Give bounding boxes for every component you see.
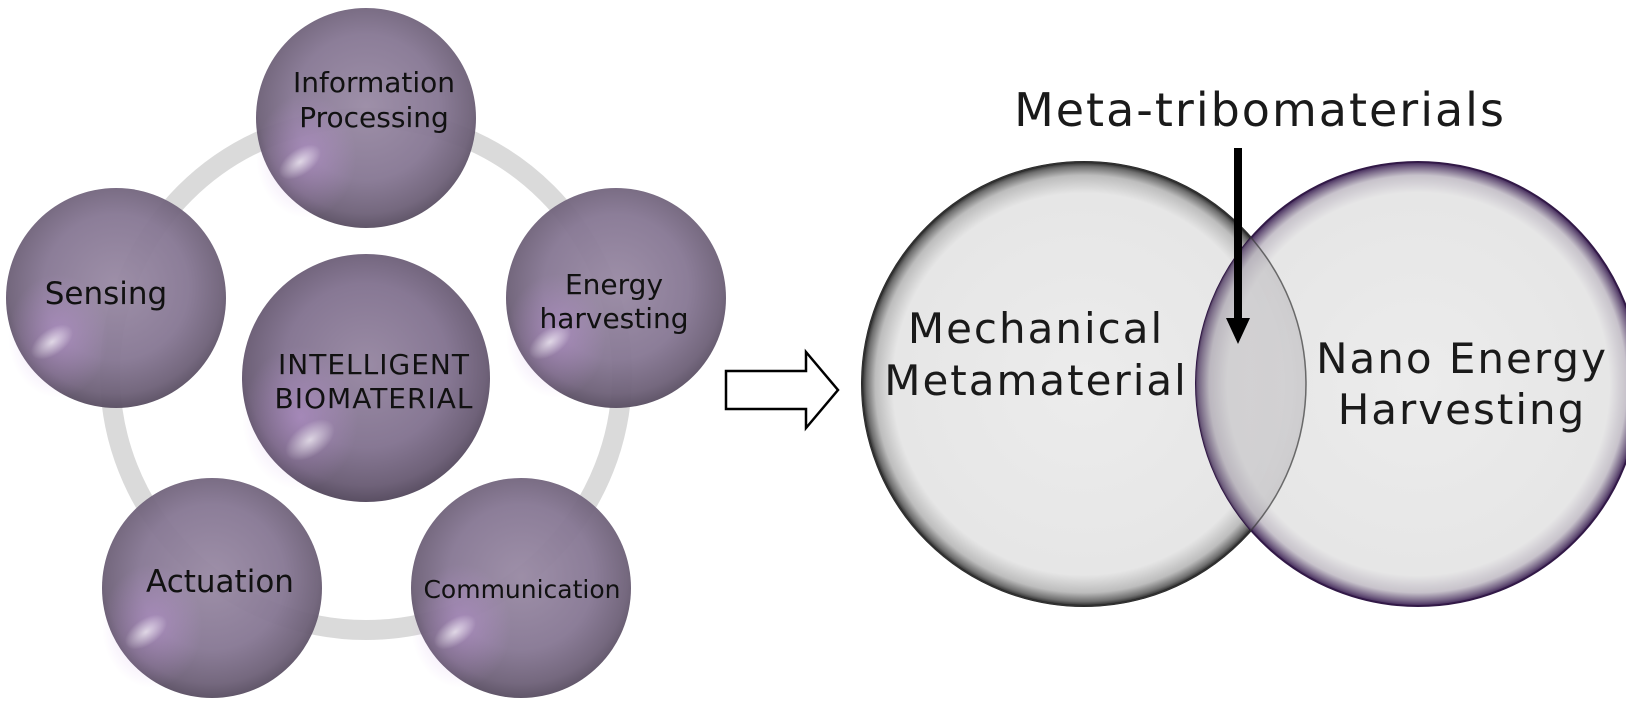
venn-diagram: Mechanical Metamaterial Nano Energy Harv… bbox=[861, 83, 1626, 607]
node-actuation: Actuation bbox=[102, 478, 322, 698]
intelligent-biomaterial-diagram: INTELLIGENT BIOMATERIAL Information Proc… bbox=[6, 8, 726, 698]
node-communication: Communication bbox=[411, 478, 631, 698]
node-label-line1: Communication bbox=[423, 575, 620, 604]
venn-right-label-line1: Nano Energy bbox=[1316, 334, 1608, 383]
venn-right-label-line2: Harvesting bbox=[1338, 385, 1587, 434]
node-label-line2: Processing bbox=[299, 101, 449, 134]
node-energy-harvesting: Energy harvesting bbox=[506, 188, 726, 408]
node-information-processing: Information Processing bbox=[256, 8, 476, 228]
node-sensing: Sensing bbox=[6, 188, 226, 408]
venn-left-label-line2: Metamaterial bbox=[884, 356, 1188, 405]
down-arrow-icon bbox=[1226, 148, 1250, 344]
node-label-line1: Sensing bbox=[45, 276, 168, 312]
hollow-right-arrow-icon bbox=[724, 348, 840, 432]
center-label-line2: BIOMATERIAL bbox=[275, 382, 474, 415]
node-label-line1: Actuation bbox=[146, 564, 294, 600]
node-label-line2: harvesting bbox=[539, 302, 688, 335]
center-sphere: INTELLIGENT BIOMATERIAL bbox=[242, 254, 490, 502]
node-label-line1: Energy bbox=[565, 268, 663, 301]
node-label-line1: Information bbox=[293, 66, 455, 99]
venn-left-label-line1: Mechanical bbox=[908, 304, 1164, 353]
center-label-line1: INTELLIGENT bbox=[278, 348, 470, 381]
intersection-title: Meta-tribomaterials bbox=[1014, 83, 1506, 137]
venn-right-circle bbox=[1195, 161, 1626, 607]
